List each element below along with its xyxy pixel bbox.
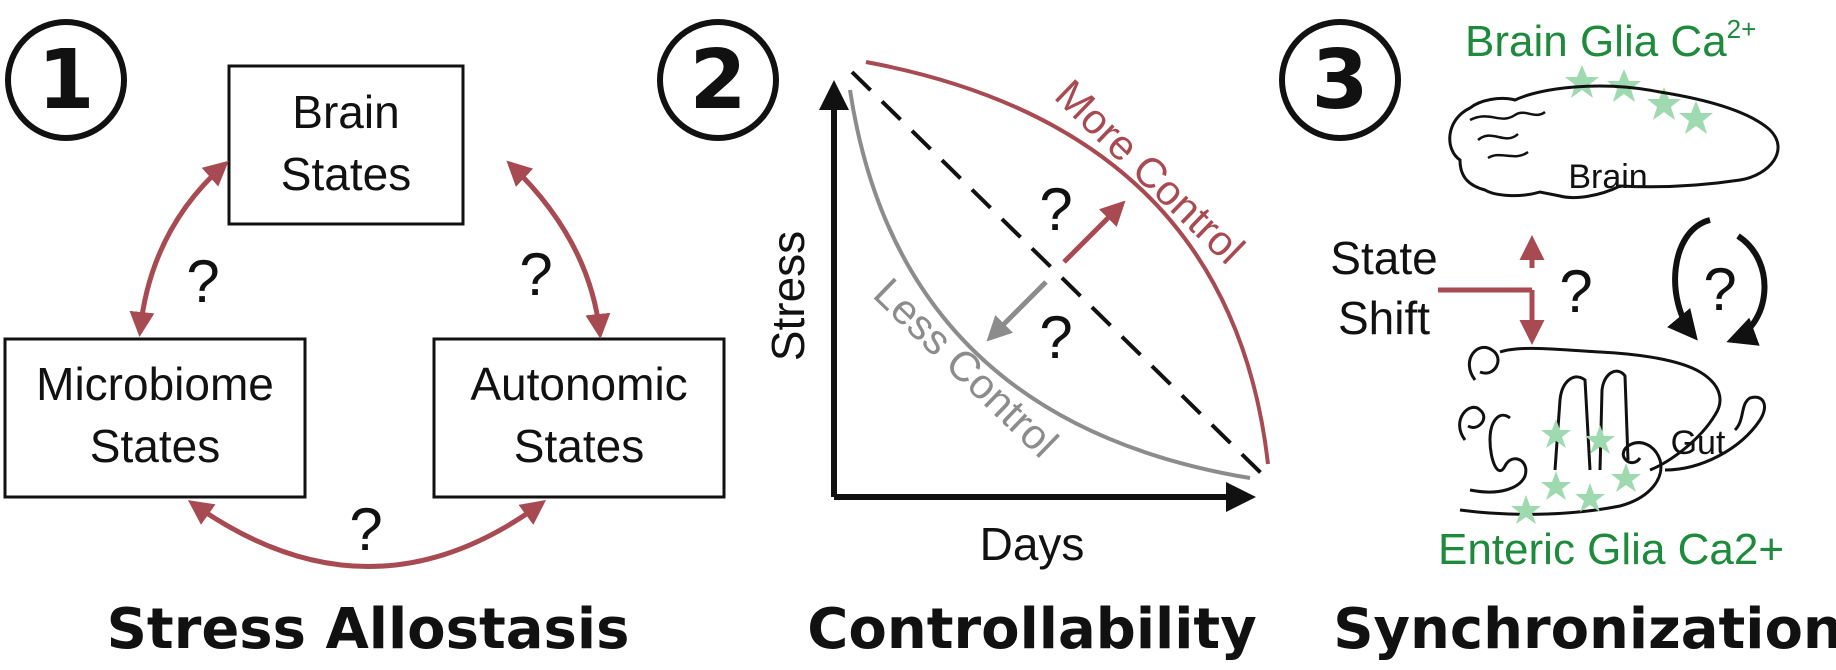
more-control-curve (865, 60, 1270, 465)
question-brain-microbiome: ? (186, 248, 219, 315)
state-shift-line1: State (1330, 232, 1437, 284)
arrow-brain-microbiome (129, 160, 229, 337)
gut-label: Gut (1671, 424, 1726, 462)
glia-star (1647, 87, 1681, 120)
panel-2-number-circle (657, 19, 779, 141)
question-state-shift: ? (1559, 258, 1592, 325)
brain-states-line2: States (281, 148, 411, 200)
brain-glia-stars (1565, 65, 1713, 134)
brain-states-line1: Brain (292, 86, 399, 138)
state-shift-line2: Shift (1338, 292, 1430, 344)
question-microbiome-autonomic: ? (349, 496, 382, 563)
brain-states-box (227, 64, 465, 226)
x-axis-label: Days (980, 518, 1085, 570)
more-control-label: More Control (1046, 70, 1253, 272)
glia-star (1541, 471, 1571, 500)
panel-3-title: Synchronization (1333, 597, 1836, 662)
glia-star (1585, 425, 1615, 454)
glia-star (1511, 495, 1541, 524)
glia-star (1565, 65, 1599, 98)
brain-outline (1448, 84, 1780, 200)
brain-glia-label: Brain Glia Ca2+ (1465, 14, 1756, 66)
less-control-shift-arrow (986, 280, 1048, 342)
question-brain-autonomic: ? (519, 241, 552, 308)
panel-2-title: Controllability (807, 597, 1256, 662)
enteric-glia-stars (1511, 419, 1641, 524)
glia-star (1611, 463, 1641, 492)
less-control-label: Less Control (865, 269, 1067, 467)
panel-1-number: 1 (37, 33, 94, 128)
panel-3: 3 Brain Glia Ca2+ Brain State Shift ? ? … (1279, 14, 1836, 662)
panel-2: 2 Stress Days ? ? More Control Less Cont… (657, 19, 1270, 662)
brain-label: Brain (1568, 158, 1647, 196)
enteric-glia-label: Enteric Glia Ca2+ (1438, 525, 1784, 574)
cerebellum-folds (1469, 110, 1546, 160)
y-axis-label: Stress (762, 231, 814, 361)
panel-3-number: 3 (1311, 33, 1368, 128)
arrow-microbiome-autonomic (187, 500, 547, 569)
panel-1: 1 Brain States Microbiome States Autonom… (3, 19, 726, 662)
panel-1-title: Stress Allostasis (107, 597, 630, 662)
question-sync: ? (1703, 256, 1736, 323)
question-less-control: ? (1039, 304, 1072, 371)
panel-3-number-circle (1279, 19, 1401, 141)
panel-1-number-circle (5, 19, 127, 141)
sync-arrow-left (1667, 217, 1711, 341)
panel-2-number: 2 (689, 33, 746, 128)
glia-star (1541, 419, 1571, 448)
baseline-dashed-line (850, 70, 1264, 476)
autonomic-states-box (432, 337, 726, 499)
glia-star (1679, 101, 1713, 134)
less-control-curve (848, 89, 1251, 480)
microbiome-states-line2: States (90, 420, 220, 472)
more-control-shift-arrow (1062, 200, 1126, 264)
gut-outline (1458, 345, 1766, 516)
question-more-control: ? (1039, 176, 1072, 243)
microbiome-states-line1: Microbiome (36, 358, 274, 410)
sync-arrow-right (1726, 233, 1768, 346)
autonomic-states-line1: Autonomic (470, 358, 687, 410)
microbiome-states-box (3, 337, 307, 499)
glia-star (1575, 483, 1605, 512)
arrow-brain-autonomic (506, 160, 611, 339)
autonomic-states-line2: States (514, 420, 644, 472)
